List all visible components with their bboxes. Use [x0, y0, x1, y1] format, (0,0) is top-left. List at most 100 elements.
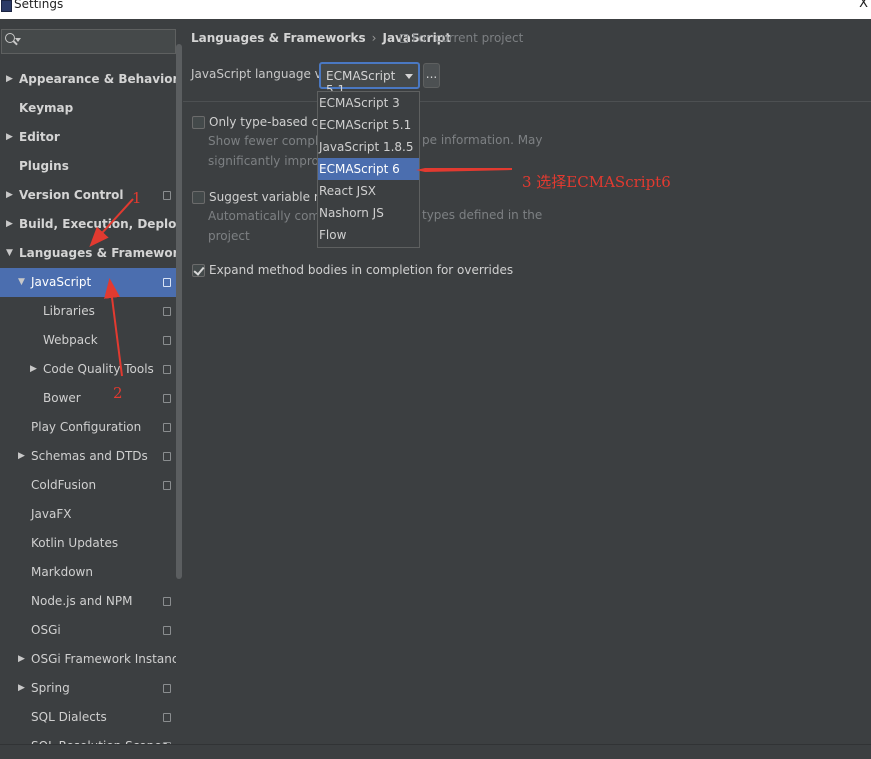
- sidebar-item-sql-dialects[interactable]: SQL Dialects: [0, 703, 176, 732]
- chevron-right-icon[interactable]: ▶: [6, 74, 13, 84]
- dropdown-option[interactable]: Nashorn JS: [319, 206, 384, 220]
- sidebar-item-play-configuration[interactable]: Play Configuration: [0, 413, 176, 442]
- sidebar-item-label: Schemas and DTDs: [31, 449, 148, 463]
- scrollbar-thumb[interactable]: [176, 44, 182, 579]
- sidebar-item-schemas-and-dtds[interactable]: ▶ Schemas and DTDs: [0, 442, 176, 471]
- breadcrumb: Languages & Frameworks › JavaScript: [191, 31, 451, 45]
- sidebar-item-markdown[interactable]: Markdown: [0, 558, 176, 587]
- sidebar-item-coldfusion[interactable]: ColdFusion: [0, 471, 176, 500]
- dropdown-option[interactable]: ECMAScript 5.1: [319, 118, 412, 132]
- sidebar-item-label: Bower: [43, 391, 81, 405]
- sidebar-item-label: SQL Resolution Scopes: [31, 732, 168, 744]
- chevron-right-icon[interactable]: ▶: [30, 364, 37, 374]
- sidebar-item-libraries[interactable]: Libraries: [0, 297, 176, 326]
- sidebar-item-label: Version Control: [19, 188, 124, 202]
- more-button[interactable]: ...: [423, 63, 440, 88]
- expand-bodies-checkbox[interactable]: [192, 264, 205, 277]
- sidebar-scrollbar[interactable]: [176, 19, 182, 744]
- sidebar-item-label: OSGi Framework Instances: [31, 652, 182, 666]
- sidebar-item-version-control[interactable]: ▶ Version Control: [0, 181, 176, 210]
- dropdown-option[interactable]: ECMAScript 6: [318, 158, 419, 180]
- search-field[interactable]: [1, 29, 176, 54]
- breadcrumb-separator: ›: [371, 31, 377, 45]
- project-icon: [400, 34, 408, 43]
- sidebar-item-build-execution-deployment[interactable]: ▶ Build, Execution, Deployment: [0, 210, 182, 239]
- annotation-step-1: 1: [132, 189, 142, 207]
- bottom-bar: [0, 744, 871, 759]
- expand-bodies-label: Expand method bodies in completion for o…: [209, 263, 514, 277]
- sidebar-item-label: Play Configuration: [31, 420, 142, 434]
- chevron-down-icon[interactable]: ▼: [6, 248, 13, 258]
- sidebar-item-javascript[interactable]: ▼JavaScript: [0, 268, 176, 297]
- project-icon: [163, 336, 171, 345]
- for-project-label: For current project: [412, 31, 524, 45]
- breadcrumb-current: JavaScript: [382, 31, 452, 45]
- sidebar-item-label: Keymap: [19, 101, 74, 115]
- dropdown-option[interactable]: ECMAScript 3: [319, 96, 400, 110]
- project-icon: [163, 684, 171, 693]
- type-based-checkbox[interactable]: [192, 116, 205, 129]
- sidebar-item-editor[interactable]: ▶Editor: [0, 123, 176, 152]
- sidebar-item-webpack[interactable]: Webpack: [0, 326, 176, 355]
- sidebar-item-javafx[interactable]: JavaFX: [0, 500, 176, 529]
- close-button[interactable]: X: [859, 0, 868, 11]
- project-icon: [163, 394, 171, 403]
- app-icon: [1, 0, 12, 12]
- sidebar-item-code-quality-tools[interactable]: ▶ Code Quality Tools: [0, 355, 176, 384]
- chevron-right-icon[interactable]: ▶: [6, 132, 13, 142]
- sidebar-item-osgi[interactable]: OSGi: [0, 616, 176, 645]
- project-icon: [163, 307, 171, 316]
- sidebar-item-label: Markdown: [31, 565, 93, 579]
- sidebar-item-appearance-behavior[interactable]: ▶Appearance & Behavior: [0, 65, 178, 94]
- dropdown-option[interactable]: Flow: [319, 228, 347, 242]
- sidebar-item-label: Node.js and NPM: [31, 594, 133, 608]
- title-bar: Settings X: [0, 0, 871, 19]
- chevron-right-icon[interactable]: ▶: [18, 451, 25, 461]
- project-icon: [163, 452, 171, 461]
- dropdown-option[interactable]: React JSX: [319, 184, 377, 198]
- annotation-step-3: 3 选择ECMAScript6: [522, 173, 671, 191]
- chevron-right-icon[interactable]: ▶: [6, 219, 13, 229]
- sidebar-item-osgi-framework-instances[interactable]: ▶ OSGi Framework Instances: [0, 645, 182, 674]
- project-icon: [163, 626, 171, 635]
- sidebar-item-label: Kotlin Updates: [31, 536, 119, 550]
- sidebar-item-label: JavaFX: [31, 507, 72, 521]
- chevron-down-icon[interactable]: ▼: [18, 277, 25, 287]
- sidebar-item-node-js-and-npm[interactable]: Node.js and NPM: [0, 587, 176, 616]
- annotation-step-2: 2: [113, 384, 123, 402]
- suggest-names-checkbox[interactable]: [192, 191, 205, 204]
- window-title: Settings: [14, 0, 64, 11]
- sidebar-item-label: Spring: [31, 681, 70, 695]
- dropdown-option[interactable]: JavaScript 1.8.5: [319, 140, 414, 154]
- sidebar-item-languages-frameworks[interactable]: ▼Languages & Frameworks: [0, 239, 182, 268]
- sidebar-item-bower[interactable]: Bower: [0, 384, 176, 413]
- sidebar-item-label: Plugins: [19, 159, 69, 173]
- sidebar-item-spring[interactable]: ▶ Spring: [0, 674, 176, 703]
- sidebar-item-label: Webpack: [43, 333, 98, 347]
- chevron-down-icon: [405, 74, 413, 79]
- sidebar-item-kotlin-updates[interactable]: Kotlin Updates: [0, 529, 176, 558]
- breadcrumb-parent[interactable]: Languages & Frameworks: [191, 31, 366, 45]
- chevron-down-icon[interactable]: [15, 38, 21, 42]
- sidebar-item-label: Build, Execution, Deployment: [19, 217, 182, 231]
- language-version-label: JavaScript language version: [191, 67, 359, 81]
- project-icon: [163, 278, 171, 287]
- divider: [183, 101, 871, 102]
- sidebar-item-label: Code Quality Tools: [43, 362, 154, 376]
- chevron-right-icon[interactable]: ▶: [18, 654, 25, 664]
- chevron-right-icon[interactable]: ▶: [18, 683, 25, 693]
- suggest-names-desc-right: types defined in the: [422, 208, 543, 222]
- sidebar-item-sql-resolution-scopes[interactable]: SQL Resolution Scopes: [0, 732, 176, 744]
- project-icon: [163, 365, 171, 374]
- project-icon: [163, 742, 171, 744]
- sidebar-item-plugins[interactable]: Plugins: [0, 152, 176, 181]
- language-version-select[interactable]: ECMAScript 5.1: [319, 62, 420, 97]
- sidebar-item-label: OSGi: [31, 623, 61, 637]
- sidebar-item-keymap[interactable]: Keymap: [0, 94, 176, 123]
- project-icon: [163, 597, 171, 606]
- chevron-right-icon[interactable]: ▶: [6, 190, 13, 200]
